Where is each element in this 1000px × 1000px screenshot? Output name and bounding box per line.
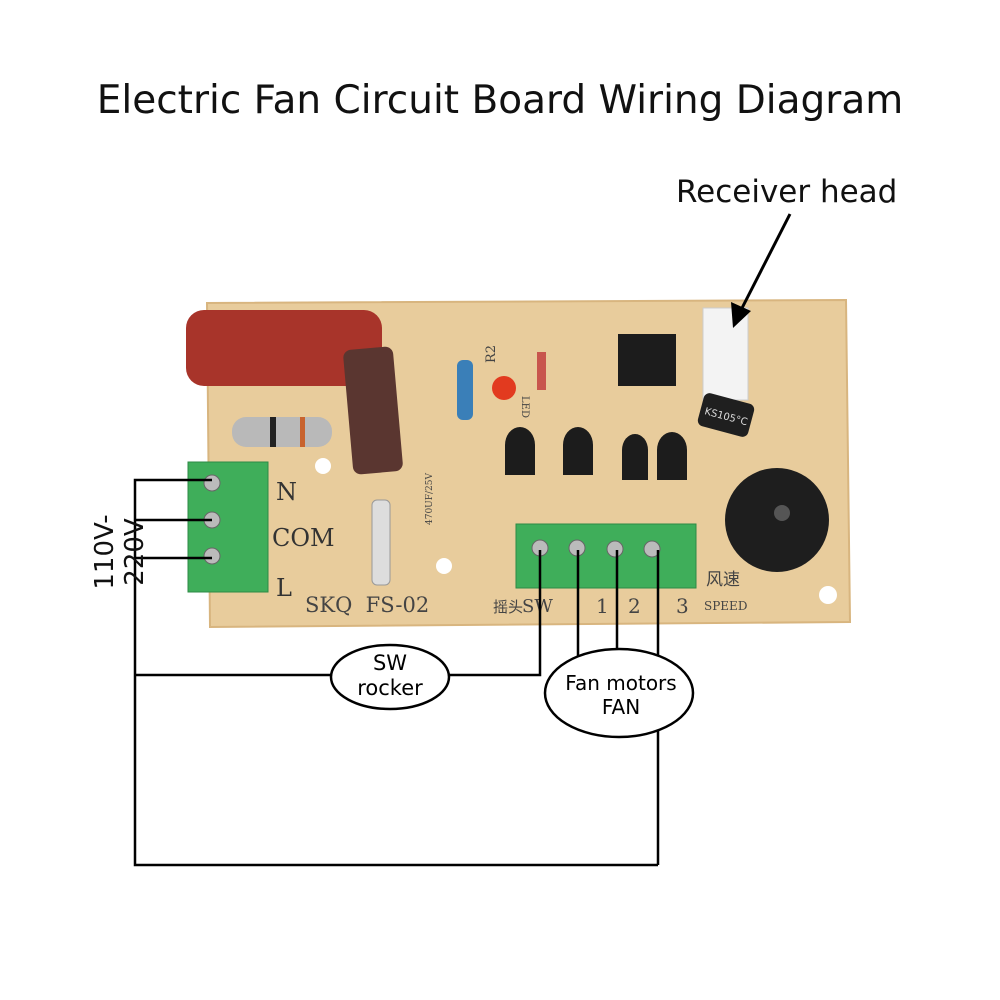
resistor-r2 (457, 360, 473, 420)
power-resistor (232, 417, 332, 447)
page-title: Electric Fan Circuit Board Wiring Diagra… (96, 78, 904, 123)
led-label: LED (519, 396, 530, 418)
fan-motors-line1: Fan motors (565, 671, 676, 695)
receiver-head-label: Receiver head (676, 174, 898, 210)
speed-3-label: 3 (676, 594, 689, 618)
r2-label: R2 (484, 345, 499, 363)
speed-terminal-block (515, 523, 697, 589)
terminal-l-label: L (276, 574, 292, 602)
sw-rocker: SW rocker (329, 643, 451, 711)
power-terminal-block (187, 461, 269, 593)
wires (133, 478, 660, 867)
speed-cn-label: 风速 (706, 570, 740, 590)
x-capacitor (186, 310, 382, 386)
electrolytic-capacitor (343, 346, 403, 475)
led (492, 376, 516, 400)
fuse (371, 499, 391, 586)
voltage-label: 110V-220V (90, 514, 150, 590)
cap-value-label: 470UF/25V (425, 473, 435, 525)
sw-rocker-line2: rocker (357, 676, 423, 700)
speed-1-label: 1 (596, 594, 609, 618)
oscillate-label: 摇头 (493, 598, 523, 616)
circuit-board: 470UF/25V R2 LED KS105°C (186, 298, 852, 629)
fan-motors: Fan motors FAN (543, 647, 695, 739)
diode (537, 352, 546, 390)
speed-en-label: SPEED (704, 599, 747, 613)
receiver-connector (702, 307, 749, 401)
ic-chip (618, 334, 676, 386)
receiver-arrow (731, 213, 792, 328)
small-capacitor (697, 393, 755, 437)
fan-motors-line2: FAN (602, 695, 640, 719)
board-model: SKQ FS-02 (305, 593, 429, 617)
terminal-n-label: N (276, 478, 297, 506)
sw-rocker-line1: SW (373, 651, 407, 675)
terminal-com-label: COM (272, 524, 335, 552)
transistors (505, 427, 687, 480)
sw-terminal-label: SW (522, 596, 553, 617)
speed-2-label: 2 (628, 594, 641, 618)
buzzer (725, 468, 829, 572)
